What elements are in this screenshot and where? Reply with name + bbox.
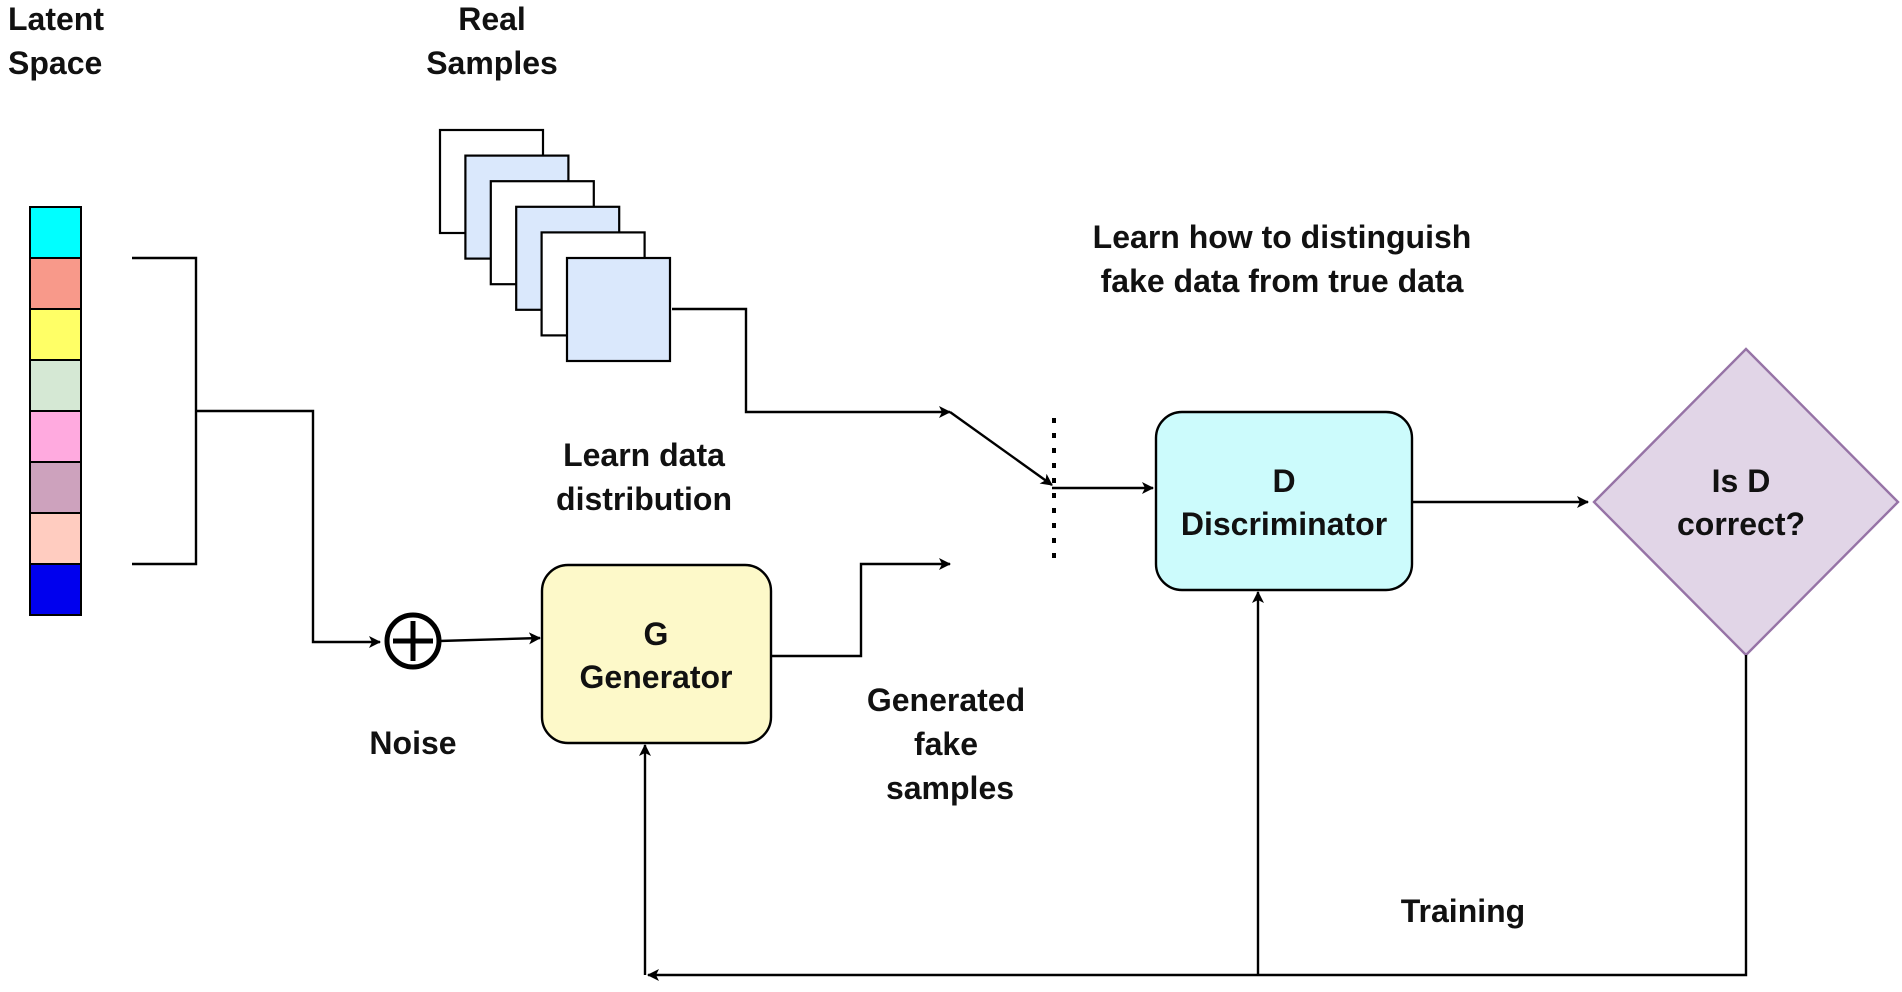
- generator-node: G Generator: [540, 563, 773, 745]
- edge-noise-to-generator: [438, 632, 541, 645]
- generator-title: Generator: [580, 659, 733, 695]
- learn-distinguish-label-line1: Learn how to distinguish: [1093, 219, 1472, 255]
- latent-bracket: [132, 256, 198, 566]
- edge-training-to-generator-base: [647, 655, 1748, 981]
- learn-distinguish-label-line2: fake data from true data: [1101, 263, 1464, 299]
- edge-generator-output: [771, 558, 951, 658]
- real-samples-stack: [438, 128, 672, 363]
- discriminator-letter: D: [1272, 463, 1295, 499]
- discriminator-node: D Discriminator: [1154, 410, 1414, 592]
- latent-cell: [29, 206, 82, 259]
- latent-cell: [29, 563, 82, 616]
- latent-cell: [29, 461, 82, 514]
- plus-icon: [393, 621, 433, 661]
- generated-label-line1: Generated: [867, 682, 1025, 718]
- selector-switch: [949, 411, 1053, 486]
- decision-line1: Is D: [1712, 463, 1771, 499]
- decision-node: Is D correct?: [1592, 347, 1900, 657]
- discriminator-title: Discriminator: [1181, 506, 1387, 542]
- latent-vector: [29, 206, 82, 616]
- latent-cell: [29, 512, 82, 565]
- generator-letter: G: [644, 616, 669, 652]
- latent-cell: [29, 308, 82, 361]
- generated-label-line3: samples: [886, 770, 1014, 806]
- discriminator-box: [1154, 410, 1414, 592]
- latent-cell: [29, 257, 82, 310]
- latent-cell: [29, 410, 82, 463]
- generated-label-line2: fake: [914, 726, 978, 762]
- learn-data-label-line2: distribution: [556, 481, 732, 517]
- real-samples-label-line1: Real: [458, 1, 526, 37]
- decision-line2: correct?: [1677, 506, 1805, 542]
- edge-latent-to-noise: [258, 409, 381, 648]
- noise-summing-junction: [384, 612, 442, 670]
- training-label: Training: [1401, 893, 1525, 929]
- generator-box: [540, 563, 773, 745]
- learn-data-label-line1: Learn data: [563, 437, 725, 473]
- real-samples-label-line2: Samples: [426, 45, 558, 81]
- decision-diamond: [1592, 347, 1900, 657]
- latent-cell: [29, 359, 82, 412]
- noise-label: Noise: [369, 725, 456, 761]
- edge-real-samples-output: [672, 307, 951, 418]
- latent-space-label-line2: Space: [8, 45, 102, 81]
- real-sample-card: [565, 256, 672, 363]
- latent-space-label-line1: Latent: [8, 1, 104, 37]
